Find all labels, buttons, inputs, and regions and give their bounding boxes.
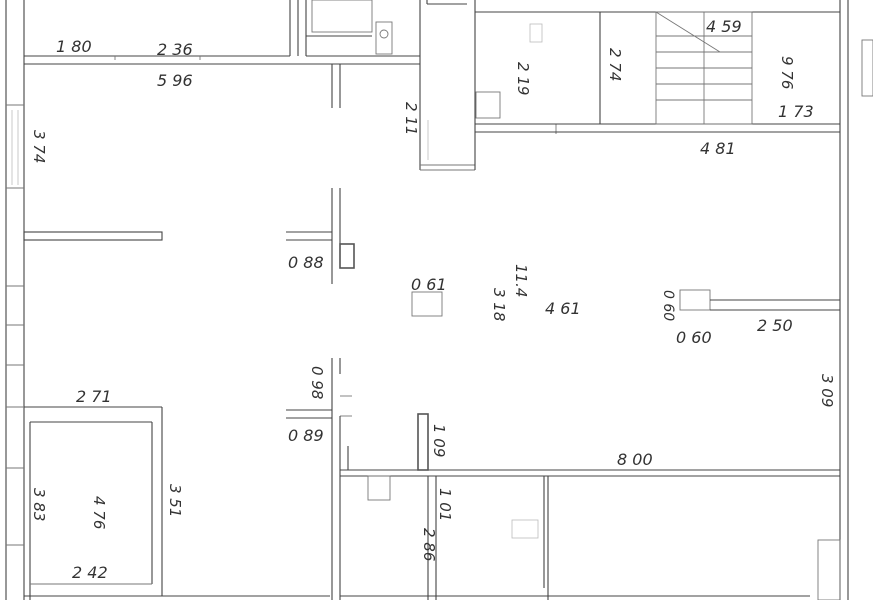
lower-left-room	[24, 406, 330, 600]
dimension-label: 3 51	[166, 484, 184, 517]
dimension-label: 4 76	[90, 496, 108, 529]
dimension-label: 0 88	[288, 253, 324, 272]
dimension-labels: 1 80 2 36 5 96 3 74 2 11 2 19 2 74 4 59 …	[30, 17, 836, 582]
dimension-label: 4 61	[545, 299, 581, 318]
dimension-label: 4 81	[700, 139, 736, 158]
dimension-label: 0 89	[288, 426, 324, 445]
kitchen-room	[426, 0, 600, 170]
dimension-label: 1 09	[430, 424, 448, 457]
dimension-label: 4 59	[706, 17, 742, 36]
dimension-label: 0 60	[676, 328, 712, 347]
dimension-label: 2 42	[72, 563, 108, 582]
dimension-label: 0 61	[411, 275, 447, 294]
dimension-label: 0 60	[660, 290, 676, 321]
dimension-label: 1 80	[56, 37, 92, 56]
living-area-partitions	[23, 188, 840, 317]
dimension-label: 2 11	[402, 102, 420, 135]
dimension-label: 11.4	[512, 264, 530, 297]
dimension-label: 2 50	[757, 316, 793, 335]
dimension-label: 2 36	[157, 40, 193, 59]
dimension-label: 1 73	[778, 102, 814, 121]
top-left-room	[24, 0, 420, 65]
dimension-label: 2 19	[514, 62, 532, 95]
dimension-label: 2 71	[76, 387, 112, 406]
dimension-label: 3 18	[490, 288, 508, 321]
dimension-label: 9 76	[778, 56, 796, 89]
dimension-label: 1 01	[436, 488, 454, 521]
dimension-label: 2 74	[606, 48, 624, 81]
central-corridor	[331, 64, 475, 171]
dimension-label: 2 86	[420, 528, 438, 561]
dimension-label: 3 74	[30, 130, 48, 163]
dimension-label: 8 00	[617, 450, 653, 469]
left-outer-wall	[5, 0, 25, 600]
dimension-label: 5 96	[157, 71, 193, 90]
dimension-label: 3 83	[30, 488, 48, 521]
dimension-label: 3 09	[818, 374, 836, 407]
stair-room	[475, 11, 840, 133]
lower-center-walls	[286, 358, 840, 600]
top-bathroom	[305, 0, 421, 64]
dimension-label: 0 98	[308, 366, 326, 399]
